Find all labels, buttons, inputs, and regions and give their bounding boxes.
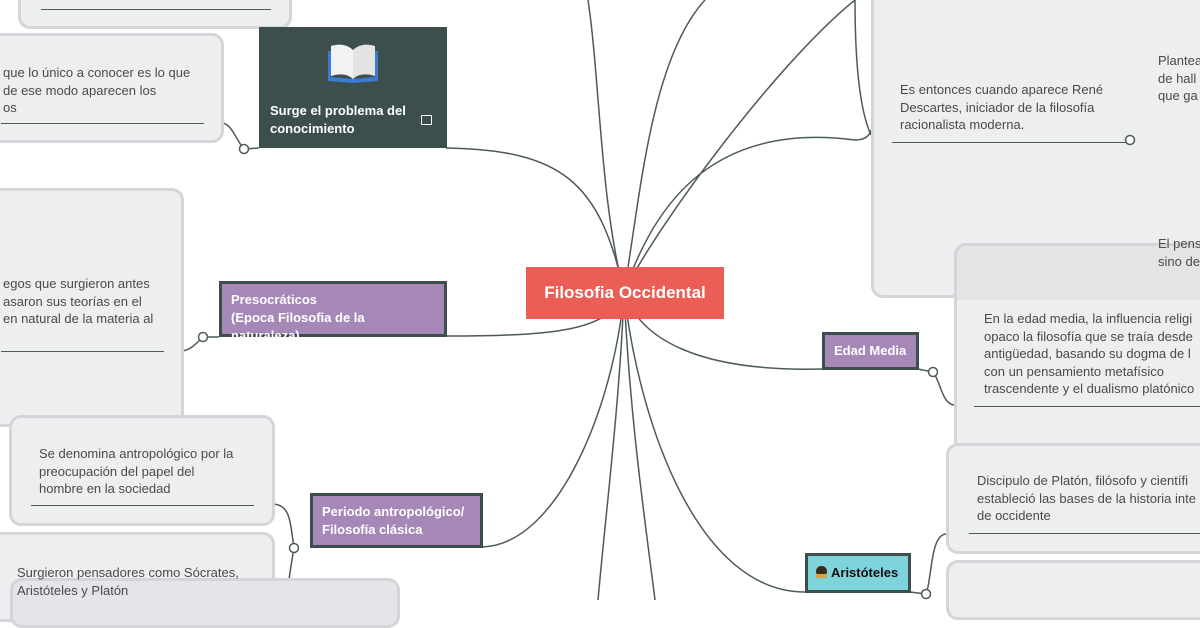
- note-card-bottom-right: [946, 560, 1200, 620]
- card-text: que ga: [1158, 88, 1198, 103]
- note-card-top-left: [18, 0, 292, 29]
- divider: [41, 9, 271, 10]
- node-label: Aristóteles: [831, 565, 899, 580]
- divider: [969, 533, 1200, 534]
- card-text: Es entonces cuando aparece René: [900, 82, 1104, 97]
- card-text: Discipulo de Platón, filósofo y científi: [977, 473, 1188, 488]
- divider: [1, 351, 164, 352]
- image-icon[interactable]: [421, 115, 432, 125]
- branch-node-conocimiento[interactable]: Surge el problema del conocimiento: [259, 27, 447, 148]
- card-text: Descartes, iniciador de la filosofía: [900, 99, 1095, 115]
- card-text: antigüedad, basando su dogma de l: [984, 346, 1191, 361]
- card-text: de occidente: [977, 508, 1051, 523]
- branch-node-antropologico[interactable]: Periodo antropológico/ Filosofía clásica: [310, 493, 483, 548]
- node-label: Filosofía clásica: [322, 522, 423, 537]
- note-card-edad-media: En la edad media, la influencia religi o…: [954, 243, 1200, 462]
- note-card-presocraticos: egos que surgieron antes asaron sus teor…: [0, 188, 184, 427]
- node-label: Periodo antropológico/: [322, 504, 465, 519]
- node-label: Surge el problema del: [270, 103, 406, 118]
- card-text: hombre en la sociedad: [39, 481, 171, 496]
- central-topic[interactable]: Filosofia Occidental: [526, 267, 724, 319]
- note-card-conocimiento: que lo único a conocer es lo que de ese …: [0, 33, 224, 143]
- node-label: Presocráticos: [231, 292, 317, 307]
- card-text: estableció las bases de la historia inte: [977, 490, 1196, 506]
- card-text: opaco la filosofía que se traía desde: [984, 328, 1193, 344]
- card-text: preocupación del papel del: [39, 463, 195, 479]
- person-icon: [816, 566, 827, 578]
- branch-node-presocraticos[interactable]: Presocráticos (Epoca Filosofia de la nat…: [219, 281, 447, 343]
- card-text: asaron sus teorías en el: [3, 293, 142, 309]
- card-text: El pens: [1158, 236, 1200, 251]
- card-text: En la edad media, la influencia religi: [984, 311, 1193, 326]
- note-card-descartes: Es entonces cuando aparece René Descarte…: [871, 0, 1200, 298]
- central-topic-label: Filosofia Occidental: [544, 283, 706, 302]
- card-text: Aristóteles y Platón: [17, 582, 129, 598]
- node-label: (Epoca Filosofia de la naturaleza): [231, 310, 365, 343]
- card-text: de ese modo aparecen los: [3, 82, 157, 98]
- card-text: egos que surgieron antes: [3, 276, 150, 291]
- card-text: sino de: [1158, 253, 1200, 269]
- card-text: que lo único a conocer es lo que: [3, 65, 191, 80]
- open-book-icon: [326, 41, 380, 85]
- note-card-antropologico: Se denomina antropológico por la preocup…: [9, 415, 275, 526]
- node-label: conocimiento: [270, 121, 355, 136]
- card-text: trascendente y el dualismo platónico: [984, 381, 1195, 396]
- divider: [1, 123, 204, 124]
- card-text: en natural de la materia al: [3, 311, 154, 326]
- note-card-aristoteles: Discipulo de Platón, filósofo y científi…: [946, 443, 1200, 554]
- card-text: Plantea: [1158, 53, 1200, 68]
- card-text: os: [3, 100, 17, 115]
- card-text: Se denomina antropológico por la: [39, 446, 234, 461]
- branch-node-edad-media[interactable]: Edad Media: [822, 332, 919, 370]
- card-text: racionalista moderna.: [900, 117, 1025, 132]
- card-text: con un pensamiento metafísico: [984, 363, 1164, 379]
- branch-node-aristoteles[interactable]: Aristóteles: [805, 553, 911, 593]
- divider: [892, 142, 1128, 143]
- node-label: Edad Media: [834, 343, 907, 358]
- divider: [974, 406, 1200, 407]
- card-text: Surgieron pensadores como Sócrates,: [17, 565, 239, 580]
- divider: [31, 505, 254, 506]
- card-text: de hall: [1158, 70, 1197, 86]
